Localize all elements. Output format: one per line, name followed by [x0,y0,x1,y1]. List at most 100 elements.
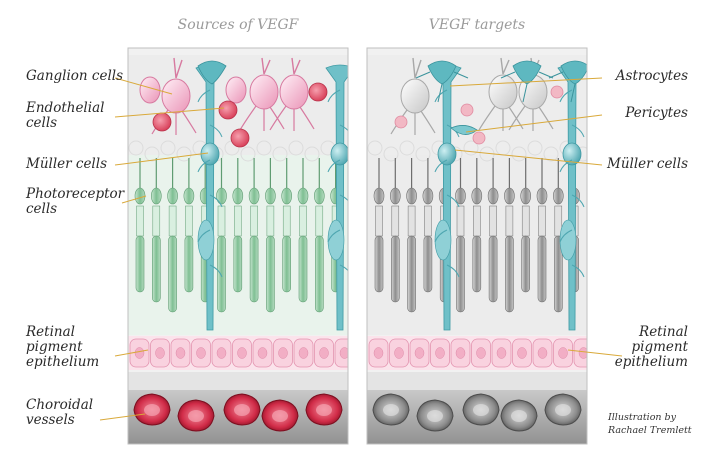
label-endothelial-cells: Endothelial cells [26,100,105,131]
photoreceptor-outer-segment [521,235,531,293]
muller-cell-branch [327,89,341,103]
ganglion-cell-dendrite [269,105,315,131]
muller-cell-branch [559,229,573,243]
ganglion-cell-soma [161,78,191,114]
photoreceptor-nucleus [281,187,293,205]
rpe-cell-nucleus [578,347,587,359]
bruchs-membrane [128,372,348,390]
leader-astrocytes [449,77,603,87]
choroidal-vessel-lumen [316,404,332,416]
astrocyte-process [415,71,469,103]
muller-cell-branch [197,159,211,173]
rpe-cell-nucleus [298,347,309,359]
photoreceptor-inner-segment [391,205,400,237]
photoreceptor-inner-segment [538,205,546,237]
title-vegf-targets: VEGF targets [428,17,526,33]
muller-cell-branch [559,159,573,173]
leader-endothelial [114,107,225,118]
photoreceptor-nucleus [297,187,309,205]
choroidal-vessel-lumen [473,404,489,416]
muller-cell-branch [571,124,585,138]
endothelial-cell [472,131,486,145]
muller-cell-branch [209,124,223,138]
photoreceptor-inner-segment [185,205,193,237]
photoreceptor-nucleus [313,187,325,205]
photoreceptor-inner-segment [152,205,161,237]
rpe-cell-nucleus [537,347,548,359]
photoreceptor-nucleus [471,187,483,205]
ganglion-cell-dendrite [508,105,554,131]
photoreceptor-inner-segment [168,205,177,237]
rpe-cell-nucleus [558,347,568,359]
photoreceptor-nucleus [134,187,146,205]
astrocyte [197,60,227,85]
rpe-cell-nucleus [496,347,507,359]
muller-cell-branch [571,194,585,208]
rpe-cell-nucleus [414,347,425,359]
photoreceptor-outer-segment [217,235,226,313]
endothelial-cell [152,112,172,132]
muller-cell-nucleus [330,142,348,166]
photoreceptor-nucleus [248,187,260,205]
photoreceptor-outer-segment [135,235,145,293]
muller-cell-process [327,219,345,261]
label-muller-cells-left: Müller cells [26,156,107,172]
nuclear-layer-cell [176,146,192,162]
muller-cell-branch [559,89,573,103]
rpe-cell-nucleus [278,347,288,359]
photoreceptor-nucleus [151,187,162,205]
photoreceptor-outer-segment [390,235,400,303]
nuclear-layer-cell [399,140,415,156]
choroidal-vessel-lumen [511,410,527,422]
leader-photoreceptor [121,195,147,204]
muller-cell-branch [209,264,223,278]
photoreceptor-inner-segment [521,205,530,237]
photoreceptor-outer-segment [472,235,482,293]
photoreceptor-outer-segment [168,235,177,313]
photoreceptor-outer-segment [537,235,547,303]
nuclear-layer-cell [240,146,256,162]
photoreceptor-inner-segment [217,205,226,237]
photoreceptor-outer-segment [456,235,465,313]
photoreceptor-outer-segment [298,235,308,303]
label-pericytes: Pericytes [625,105,688,121]
muller-cell-nucleus [437,142,457,166]
ganglion-cell-axon [173,57,183,79]
nuclear-layer-cell [160,140,176,156]
rpe-cell-nucleus [155,347,165,359]
choroidal-vessel-lumen [144,404,160,416]
photoreceptor-inner-segment [456,205,465,237]
photoreceptor-nucleus [167,187,178,205]
nuclear-layer-cell [128,140,144,156]
photoreceptor-outer-segment [249,235,259,303]
rpe-cell-nucleus [455,347,466,359]
muller-cell-branch [434,229,448,243]
photoreceptor-outer-segment [374,235,384,293]
photoreceptor-nucleus [552,187,564,205]
label-muller-cells-right: Müller cells [607,156,688,172]
muller-cell-branch [446,194,460,208]
choroidal-vessel-lumen [188,410,204,422]
ganglion-cell-axon [291,57,301,75]
photoreceptor-outer-segment [505,235,514,313]
muller-cell-branch [197,89,211,103]
photoreceptor-outer-segment [423,235,433,293]
ganglion-cell-axon [500,57,510,75]
leader-rpe-right [567,349,623,357]
rpe-cell-nucleus [257,347,268,359]
photoreceptor-inner-segment [505,205,514,237]
astrocyte [427,60,457,85]
ganglion-cell-axon [412,57,422,79]
muller-cell-branch [571,264,585,278]
photoreceptor-nucleus [406,187,417,205]
endothelial-cell [550,85,564,99]
ganglion-cell-soma [279,74,309,110]
rpe-cell-nucleus [134,347,145,359]
photoreceptor-outer-segment [266,235,275,313]
muller-cell-branch [327,229,341,243]
photoreceptor-inner-segment [315,205,324,237]
leader-choroidal [99,413,146,421]
nuclear-layer-cell [272,146,288,162]
